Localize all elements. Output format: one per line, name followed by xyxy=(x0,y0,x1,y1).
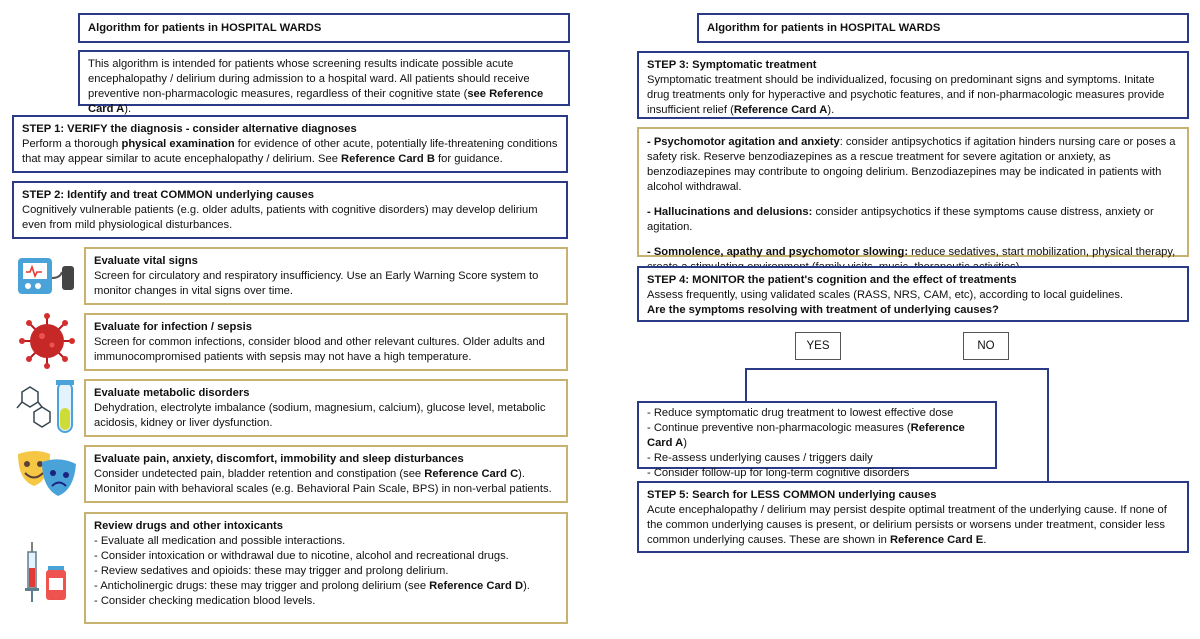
infection-box: Evaluate for infection / sepsis Screen f… xyxy=(84,313,568,371)
step4-box: STEP 4: MONITOR the patient's cognition … xyxy=(637,266,1189,322)
pain-line2: Monitor pain with behavioral scales (e.g… xyxy=(94,483,552,495)
connector-no-drop xyxy=(1047,368,1049,482)
drugs-item: - Anticholinergic drugs: these may trigg… xyxy=(94,580,530,592)
symptoms-box: - Psychomotor agitation and anxiety: con… xyxy=(637,127,1189,273)
vitals-text: Screen for circulatory and respiratory i… xyxy=(94,270,539,297)
pain-line1: Consider undetected pain, bladder retent… xyxy=(94,468,525,480)
step1-box: STEP 1: VERIFY the diagnosis - consider … xyxy=(12,115,568,173)
step5-box: STEP 5: Search for LESS COMMON underlyin… xyxy=(637,481,1189,553)
step2-text: Cognitively vulnerable patients (e.g. ol… xyxy=(22,204,538,231)
step4-heading: STEP 4: MONITOR the patient's cognition … xyxy=(647,274,1017,286)
step2-box: STEP 2: Identify and treat COMMON underl… xyxy=(12,181,568,239)
yes-label: YES xyxy=(795,332,841,360)
intro-text: This algorithm is intended for patients … xyxy=(88,58,544,115)
drugs-item: - Review sedatives and opioids: these ma… xyxy=(94,565,449,577)
yes-action: - Consider follow-up for long-term cogni… xyxy=(647,467,910,479)
step5-text: Acute encephalopathy / delirium may pers… xyxy=(647,504,1167,546)
step5-heading: STEP 5: Search for LESS COMMON underlyin… xyxy=(647,489,937,501)
left-title-box: Algorithm for patients in HOSPITAL WARDS xyxy=(78,13,570,43)
infection-heading: Evaluate for infection / sepsis xyxy=(94,321,252,333)
connector-horizontal xyxy=(745,368,1049,370)
no-label: NO xyxy=(963,332,1009,360)
vitals-heading: Evaluate vital signs xyxy=(94,255,198,267)
symptom-agitation: - Psychomotor agitation and anxiety: con… xyxy=(647,136,1176,193)
step3-text: Symptomatic treatment should be individu… xyxy=(647,74,1165,116)
step4-text: Assess frequently, using validated scale… xyxy=(647,289,1124,301)
yes-actions-box: - Reduce symptomatic drug treatment to l… xyxy=(637,401,997,479)
connector-yes-drop xyxy=(745,368,747,402)
step1-text: Perform a thorough physical examination … xyxy=(22,138,558,165)
yes-action: - Re-assess underlying causes / triggers… xyxy=(647,452,873,464)
theater-masks-icon xyxy=(18,451,76,496)
step3-heading: STEP 3: Symptomatic treatment xyxy=(647,59,817,71)
step4-question: Are the symptoms resolving with treatmen… xyxy=(647,304,999,316)
infection-text: Screen for common infections, consider b… xyxy=(94,336,545,363)
step3-box: STEP 3: Symptomatic treatment Symptomati… xyxy=(637,51,1189,119)
virus-icon xyxy=(19,313,75,369)
pain-heading: Evaluate pain, anxiety, discomfort, immo… xyxy=(94,453,464,465)
right-title-box: Algorithm for patients in HOSPITAL WARDS xyxy=(697,13,1189,43)
step2-heading: STEP 2: Identify and treat COMMON underl… xyxy=(22,189,314,201)
metabolic-box: Evaluate metabolic disorders Dehydration… xyxy=(84,379,568,437)
left-title: Algorithm for patients in HOSPITAL WARDS xyxy=(88,22,322,34)
pain-box: Evaluate pain, anxiety, discomfort, immo… xyxy=(84,445,568,503)
drugs-item: - Consider intoxication or withdrawal du… xyxy=(94,550,509,562)
vitals-box: Evaluate vital signs Screen for circulat… xyxy=(84,247,568,305)
drugs-heading: Review drugs and other intoxicants xyxy=(94,520,283,532)
syringe-and-vial-icon xyxy=(25,542,66,602)
symptom-hallucinations: - Hallucinations and delusions: consider… xyxy=(647,206,1154,233)
drugs-item: - Consider checking medication blood lev… xyxy=(94,595,316,607)
metabolic-heading: Evaluate metabolic disorders xyxy=(94,387,250,399)
metabolic-text: Dehydration, electrolyte imbalance (sodi… xyxy=(94,402,546,429)
intro-box: This algorithm is intended for patients … xyxy=(78,50,570,115)
lab-test-tube-icon xyxy=(16,380,74,433)
right-title: Algorithm for patients in HOSPITAL WARDS xyxy=(707,22,941,34)
step1-heading: STEP 1: VERIFY the diagnosis - consider … xyxy=(22,123,357,135)
drugs-item: - Evaluate all medication and possible i… xyxy=(94,535,346,547)
vital-signs-monitor-icon xyxy=(18,258,74,294)
drugs-box: Review drugs and other intoxicants - Eva… xyxy=(84,512,568,624)
yes-action: - Reduce symptomatic drug treatment to l… xyxy=(647,407,954,419)
yes-action: - Continue preventive non-pharmacologic … xyxy=(647,422,965,449)
